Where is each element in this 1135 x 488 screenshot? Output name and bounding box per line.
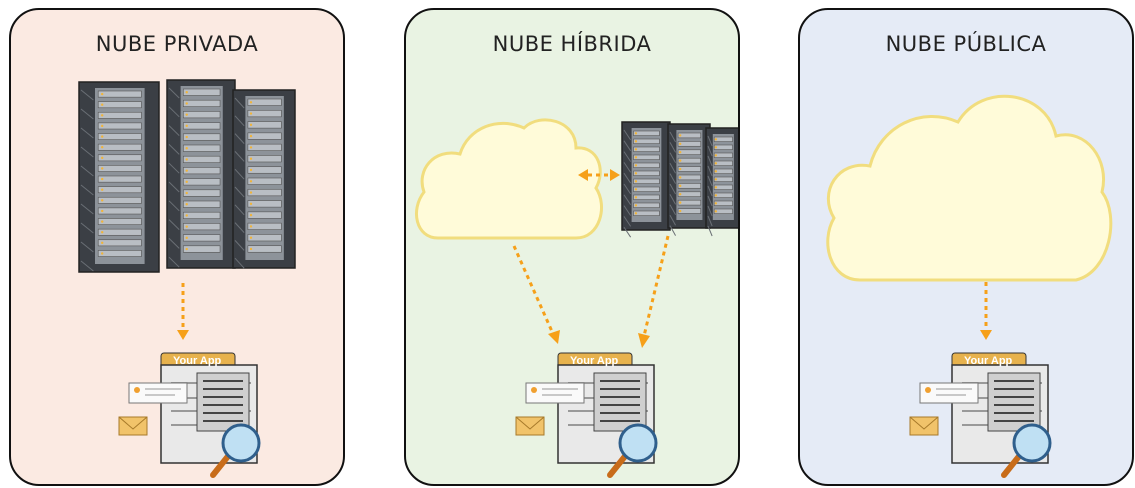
panel-private-cloud: NUBE PRIVADA Your App [9,8,345,486]
envelope-icon [118,416,148,436]
public-diagram: Your App [826,94,1113,478]
magnifier-icon [1001,423,1052,478]
app-tab-label: Your App [964,355,1013,367]
magnifier-icon [210,423,261,478]
envelope-icon [515,416,545,436]
panel-hybrid-cloud: NUBE HÍBRIDA Your App [404,8,740,486]
arrowhead-right [610,169,620,181]
arrowhead-left [578,169,588,181]
magnifier-icon [607,423,658,478]
arrow-cloud-to-app [512,245,556,337]
arrow-server-to-app [642,235,670,337]
arrowhead-down-left [548,330,560,344]
cloud-icon [826,94,1113,282]
panel-title-private: NUBE PRIVADA [95,32,259,56]
panel-title-public: NUBE PÚBLICA [885,32,1047,56]
cloud-icon [415,118,603,240]
arrowhead-down [177,330,189,340]
app-tab-label: Your App [570,355,619,367]
envelope-icon [909,416,939,436]
app-tab-label: Your App [173,355,222,367]
panel-public-cloud: NUBE PÚBLICA Your App [798,8,1134,486]
app-window-icon: Your App [118,352,261,478]
hybrid-diagram: Your App [415,118,738,478]
private-diagram: Your App [78,79,296,478]
app-window-icon: Your App [515,352,658,478]
app-window-icon: Your App [909,352,1052,478]
server-rack-icon [621,121,738,238]
arrowhead-down [980,330,992,340]
panel-title-hybrid: NUBE HÍBRIDA [492,32,652,56]
arrowhead-down-right [638,333,650,348]
server-rack-icon [78,79,296,273]
